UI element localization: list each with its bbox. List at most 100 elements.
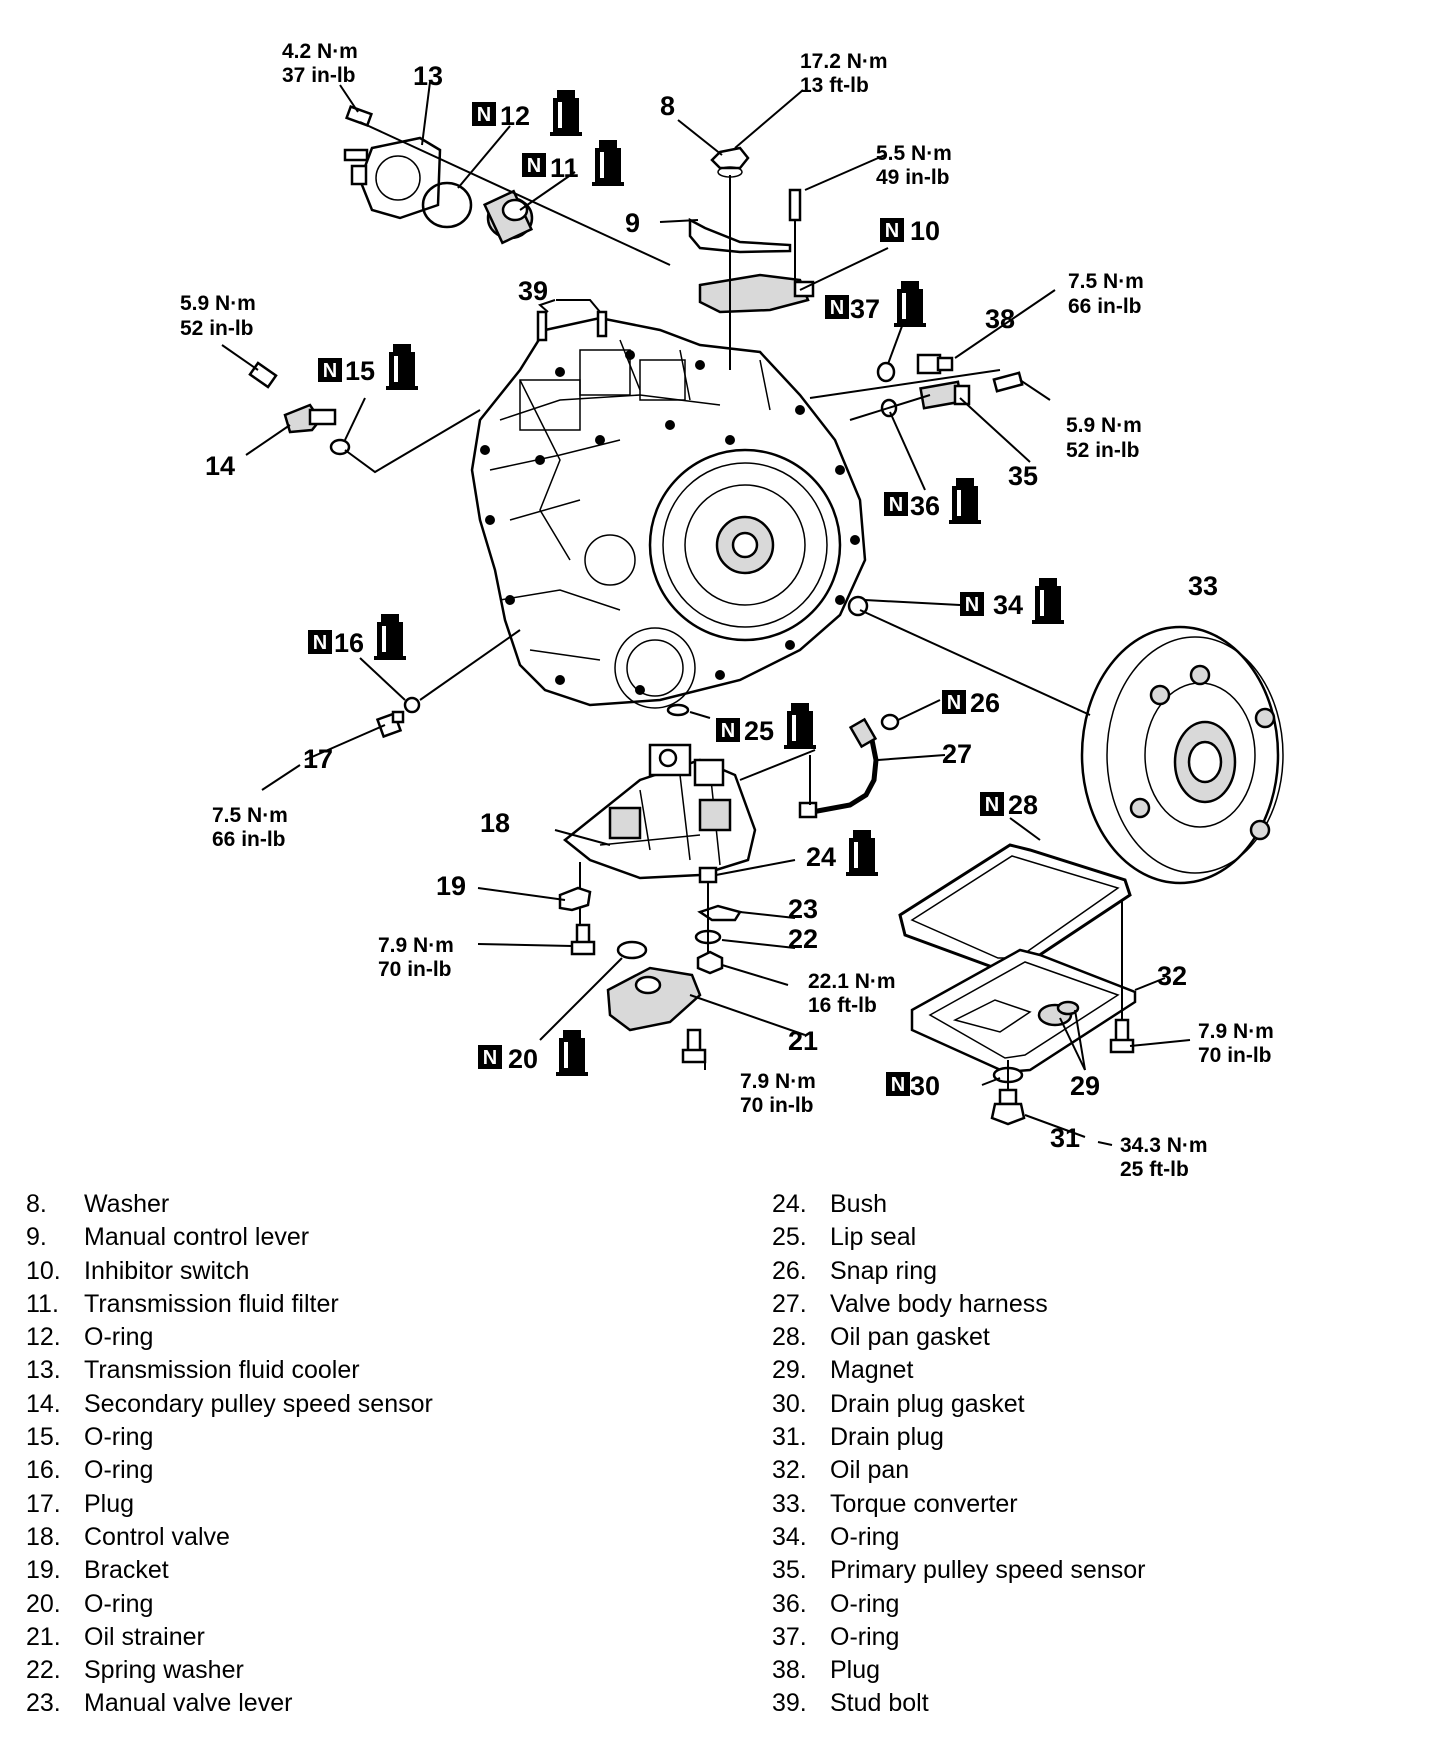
valve-body-harness — [798, 717, 879, 819]
secondary-pulley-speed-sensor — [283, 403, 337, 434]
torque-31-imp: 25 ft-lb — [1120, 1158, 1189, 1180]
svg-text:N: N — [323, 360, 337, 382]
callout-32: 32 — [1157, 961, 1187, 991]
callout-28: N 28 — [980, 790, 1038, 820]
svg-text:16: 16 — [334, 628, 364, 658]
strainer-bolt — [681, 1028, 707, 1064]
callout-38: 38 — [985, 304, 1015, 334]
callout-17: 17 — [303, 744, 333, 774]
svg-text:26: 26 — [970, 688, 1000, 718]
legend-item: 21.Oil strainer — [26, 1622, 205, 1651]
legend-item: 22.Spring washer — [26, 1656, 244, 1685]
legend-item: 26.Snap ring — [772, 1256, 938, 1285]
torque-38-nm: 7.5 N·m — [1068, 270, 1144, 293]
callout-14: 14 — [205, 451, 235, 481]
torque-21-imp: 70 in-lb — [740, 1094, 814, 1117]
svg-text:N: N — [527, 155, 541, 177]
callout-labels: 13 8 9 39 38 35 14 17 33 27 18 19 23 22 … — [205, 61, 1218, 1153]
callout-31: 31 — [1050, 1123, 1080, 1153]
callout-19: 19 — [436, 871, 466, 901]
legend-item: 17.Plug — [26, 1489, 135, 1518]
callout-39: 39 — [518, 276, 548, 306]
transmission-case — [470, 310, 867, 709]
legend-item: 38.Plug — [772, 1656, 881, 1685]
torque-35-imp: 52 in-lb — [1066, 439, 1140, 462]
manual-valve-lever — [697, 904, 742, 922]
callout-24: 24 — [806, 830, 878, 876]
svg-text:24: 24 — [806, 842, 836, 872]
lip-seal-25 — [666, 703, 690, 717]
svg-text:N: N — [947, 692, 961, 714]
torque-22-imp: 16 ft-lb — [808, 994, 877, 1017]
callout-15: N 15 — [318, 344, 418, 390]
svg-text:N: N — [965, 594, 979, 616]
torque-21-nm: 7.9 N·m — [740, 1070, 816, 1093]
torque-32-imp: 70 in-lb — [1198, 1044, 1272, 1067]
leader-lines — [221, 81, 1191, 1146]
legend-item: 27.Valve body harness — [772, 1289, 1048, 1318]
manual-control-lever — [688, 217, 792, 254]
drain-plug — [990, 1088, 1026, 1126]
torque-35-nm: 5.9 N·m — [1066, 414, 1142, 437]
svg-text:34: 34 — [993, 590, 1023, 620]
legend-item: 20.O-ring — [26, 1589, 154, 1618]
torque-32-nm: 7.9 N·m — [1198, 1020, 1274, 1043]
legend-item: 8.Washer — [26, 1190, 170, 1218]
svg-text:28: 28 — [1008, 790, 1038, 820]
legend-item: 13.Transmission fluid cooler — [26, 1356, 360, 1385]
legend-item: 35.Primary pulley speed sensor — [772, 1556, 1146, 1585]
callout-26: N 26 — [942, 688, 1000, 718]
parts-legend: 8.Washer 9.Manual control lever 10.Inhib… — [0, 1188, 1456, 1748]
legend-item: 12.O-ring — [26, 1323, 154, 1352]
o-ring-20 — [616, 940, 648, 960]
callout-13: 13 — [413, 61, 443, 91]
svg-text:11: 11 — [550, 153, 579, 183]
legend-item: 14.Secondary pulley speed sensor — [26, 1389, 433, 1418]
sensor-bolt-35 — [992, 371, 1024, 393]
o-ring-12 — [421, 181, 473, 229]
torque-8-nm: 17.2 N·m — [800, 50, 888, 73]
inhibitor-bolt — [788, 188, 802, 222]
bracket-19 — [558, 886, 592, 912]
torque-converter — [1080, 625, 1284, 885]
torque-10-imp: 49 in-lb — [876, 166, 950, 189]
svg-text:12: 12 — [500, 101, 530, 131]
legend-column-left: 8.Washer 9.Manual control lever 10.Inhib… — [26, 1188, 433, 1721]
o-ring-16 — [403, 696, 421, 714]
bush-24 — [698, 866, 718, 884]
svg-text:N: N — [885, 220, 899, 242]
svg-text:30: 30 — [910, 1071, 940, 1101]
torque-31-nm: 34.3 N·m — [1120, 1134, 1208, 1157]
cooler-bolt — [345, 104, 373, 128]
torque-14-nm: 5.9 N·m — [180, 292, 256, 315]
callout-34: N 34 — [960, 578, 1064, 624]
torque-13-imp: 37 in-lb — [282, 64, 356, 87]
torque-19-imp: 70 in-lb — [378, 958, 452, 981]
legend-item: 15.O-ring — [26, 1423, 154, 1452]
legend-column-right: 24.Bush 25.Lip seal 26.Snap ring 27.Valv… — [772, 1188, 1145, 1721]
callout-18: 18 — [480, 808, 510, 838]
legend-item: 10.Inhibitor switch — [26, 1256, 250, 1285]
legend-item: 9.Manual control lever — [26, 1223, 310, 1252]
callout-12: N 12 — [472, 90, 582, 136]
legend-item: 29.Magnet — [772, 1356, 914, 1385]
torque-17-imp: 66 in-lb — [212, 828, 286, 851]
legend-item: 23.Manual valve lever — [26, 1689, 293, 1718]
snap-ring-26 — [880, 713, 900, 731]
legend-item: 39.Stud bolt — [772, 1689, 929, 1718]
legend-item: 19.Bracket — [26, 1556, 169, 1585]
torque-19-nm: 7.9 N·m — [378, 934, 454, 957]
callout-11: N 11 — [522, 140, 624, 186]
o-ring-34 — [847, 595, 869, 617]
o-ring-15 — [329, 438, 351, 456]
transmission-fluid-cooler — [343, 136, 442, 220]
o-ring-37 — [876, 361, 896, 383]
svg-text:20: 20 — [508, 1044, 538, 1074]
legend-item: 28.Oil pan gasket — [772, 1323, 990, 1352]
callout-37: N 37 — [825, 281, 926, 327]
callout-35: 35 — [1008, 461, 1038, 491]
oil-strainer — [606, 966, 702, 1032]
bracket-bolt — [570, 923, 596, 956]
legend-item: 16.O-ring — [26, 1456, 154, 1485]
transmission-fluid-filter — [482, 189, 534, 245]
